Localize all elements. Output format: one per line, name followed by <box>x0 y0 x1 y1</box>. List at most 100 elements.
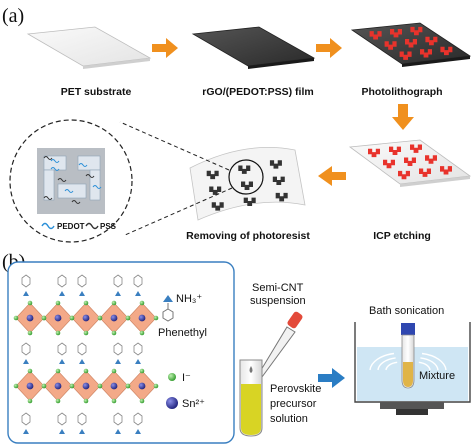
bath-sonication-label: Bath sonication <box>369 305 444 317</box>
electrode-pattern <box>368 148 380 158</box>
tin-atom <box>138 314 146 322</box>
ammonium-head <box>79 429 85 434</box>
electrode-pattern <box>241 181 253 190</box>
phenyl-ring <box>21 274 31 288</box>
phenyl-ring <box>113 342 123 356</box>
tin-atom <box>110 382 118 390</box>
nh3-icon <box>163 295 173 302</box>
phenyl-ring <box>21 412 31 426</box>
phenyl-ring <box>133 412 143 426</box>
removing-photoresist-label: Removing of photoresist <box>186 230 310 242</box>
sonication-tube <box>401 323 415 389</box>
mixture-label: Mixture <box>419 370 455 382</box>
ammonium-head <box>115 291 121 296</box>
ammonium-head <box>135 429 141 434</box>
pedot-legend-icon <box>41 222 55 230</box>
polymer-chain <box>64 189 74 193</box>
ultrasound-waves <box>369 352 447 371</box>
electrode-pattern <box>398 170 410 180</box>
inset-legend: PEDOT PSS <box>41 222 117 231</box>
electrode-pattern <box>384 41 397 50</box>
phenyl-ring <box>21 342 31 356</box>
panel-a-label: (a) <box>2 5 24 27</box>
icp-etching-sheet <box>348 139 472 187</box>
electrode-pattern <box>425 36 438 46</box>
phenyl-ring <box>77 342 87 356</box>
pet-substrate-sheet <box>26 26 152 69</box>
perovskite-label-line1: Perovskite <box>270 383 321 395</box>
iodide-atom <box>111 368 117 374</box>
polymer-chain <box>50 159 60 163</box>
electrode-pattern <box>269 160 282 169</box>
electrode-pattern <box>369 31 382 40</box>
drop-icon <box>249 366 253 373</box>
ammonium-head <box>115 359 121 364</box>
electrode-pattern <box>399 51 412 60</box>
electrode-pattern <box>383 159 395 169</box>
inset-block <box>43 169 55 201</box>
tin-label: Sn²⁺ <box>182 398 205 410</box>
precursor-vial <box>239 359 263 437</box>
electrode-pattern <box>272 176 285 185</box>
electrode-pattern <box>404 157 416 166</box>
inset-block <box>57 183 87 199</box>
tin-atom <box>82 314 90 322</box>
iodide-icon <box>168 373 176 381</box>
phenyl-ring <box>133 274 143 288</box>
iodide-atom <box>111 398 117 404</box>
iodide-atom <box>83 368 89 374</box>
tin-atom <box>54 382 62 390</box>
polymer-chain <box>43 196 53 200</box>
electrode-pattern <box>211 202 224 211</box>
mixing-arrow <box>318 368 345 388</box>
iodide-atom <box>55 330 61 336</box>
electrode-pattern <box>420 49 432 58</box>
iodide-atom <box>111 330 117 336</box>
iodide-atom <box>125 383 131 389</box>
ammonium-head <box>59 291 65 296</box>
rgo-film-label: rGO/(PEDOT:PSS) film <box>202 86 313 98</box>
iodide-atom <box>41 315 47 321</box>
perovskite-label-line3: solution <box>270 413 308 425</box>
iodide-atom <box>69 315 75 321</box>
iodide-atom <box>125 315 131 321</box>
rgo-film-sheet <box>191 26 316 69</box>
polymer-chain <box>92 185 102 189</box>
tin-atom <box>54 314 62 322</box>
wave-arc <box>421 352 447 371</box>
ammonium-head <box>23 429 29 434</box>
pss-legend-label: PSS <box>100 222 117 231</box>
tin-atom <box>26 314 34 322</box>
iodide-atom <box>27 300 33 306</box>
iodide-atom <box>27 398 33 404</box>
electrode-pattern <box>206 170 219 180</box>
zoom-line-bottom <box>124 187 233 236</box>
zoom-line-top <box>119 121 230 171</box>
tin-icon <box>166 397 178 409</box>
electrode-pattern <box>410 26 423 36</box>
wave-arc <box>377 357 396 371</box>
iodide-atom <box>27 330 33 336</box>
process-arrow-left <box>318 166 346 186</box>
phenyl-ring <box>57 274 67 288</box>
wave-arc <box>385 361 398 371</box>
phenyl-ring <box>133 342 143 356</box>
electrode-pattern <box>419 168 431 177</box>
zoom-circle <box>228 159 264 195</box>
wave-arc <box>420 357 439 371</box>
inset-block <box>77 155 101 171</box>
perovskite-label-line2: precursor <box>270 398 317 410</box>
phenethyl-label: Phenethyl <box>158 327 207 339</box>
phenyl-ring <box>57 342 67 356</box>
tin-atom <box>82 382 90 390</box>
process-arrow-down <box>392 104 414 130</box>
iodide-atom <box>41 383 47 389</box>
iodide-atom <box>139 330 145 336</box>
iodide-atom <box>27 368 33 374</box>
tin-atom <box>26 382 34 390</box>
iodide-atom <box>139 398 145 404</box>
pedot-legend-label: PEDOT <box>57 222 85 231</box>
electrode-pattern <box>243 197 256 206</box>
polymer-chain <box>57 178 67 182</box>
electrode-pattern <box>238 165 251 174</box>
